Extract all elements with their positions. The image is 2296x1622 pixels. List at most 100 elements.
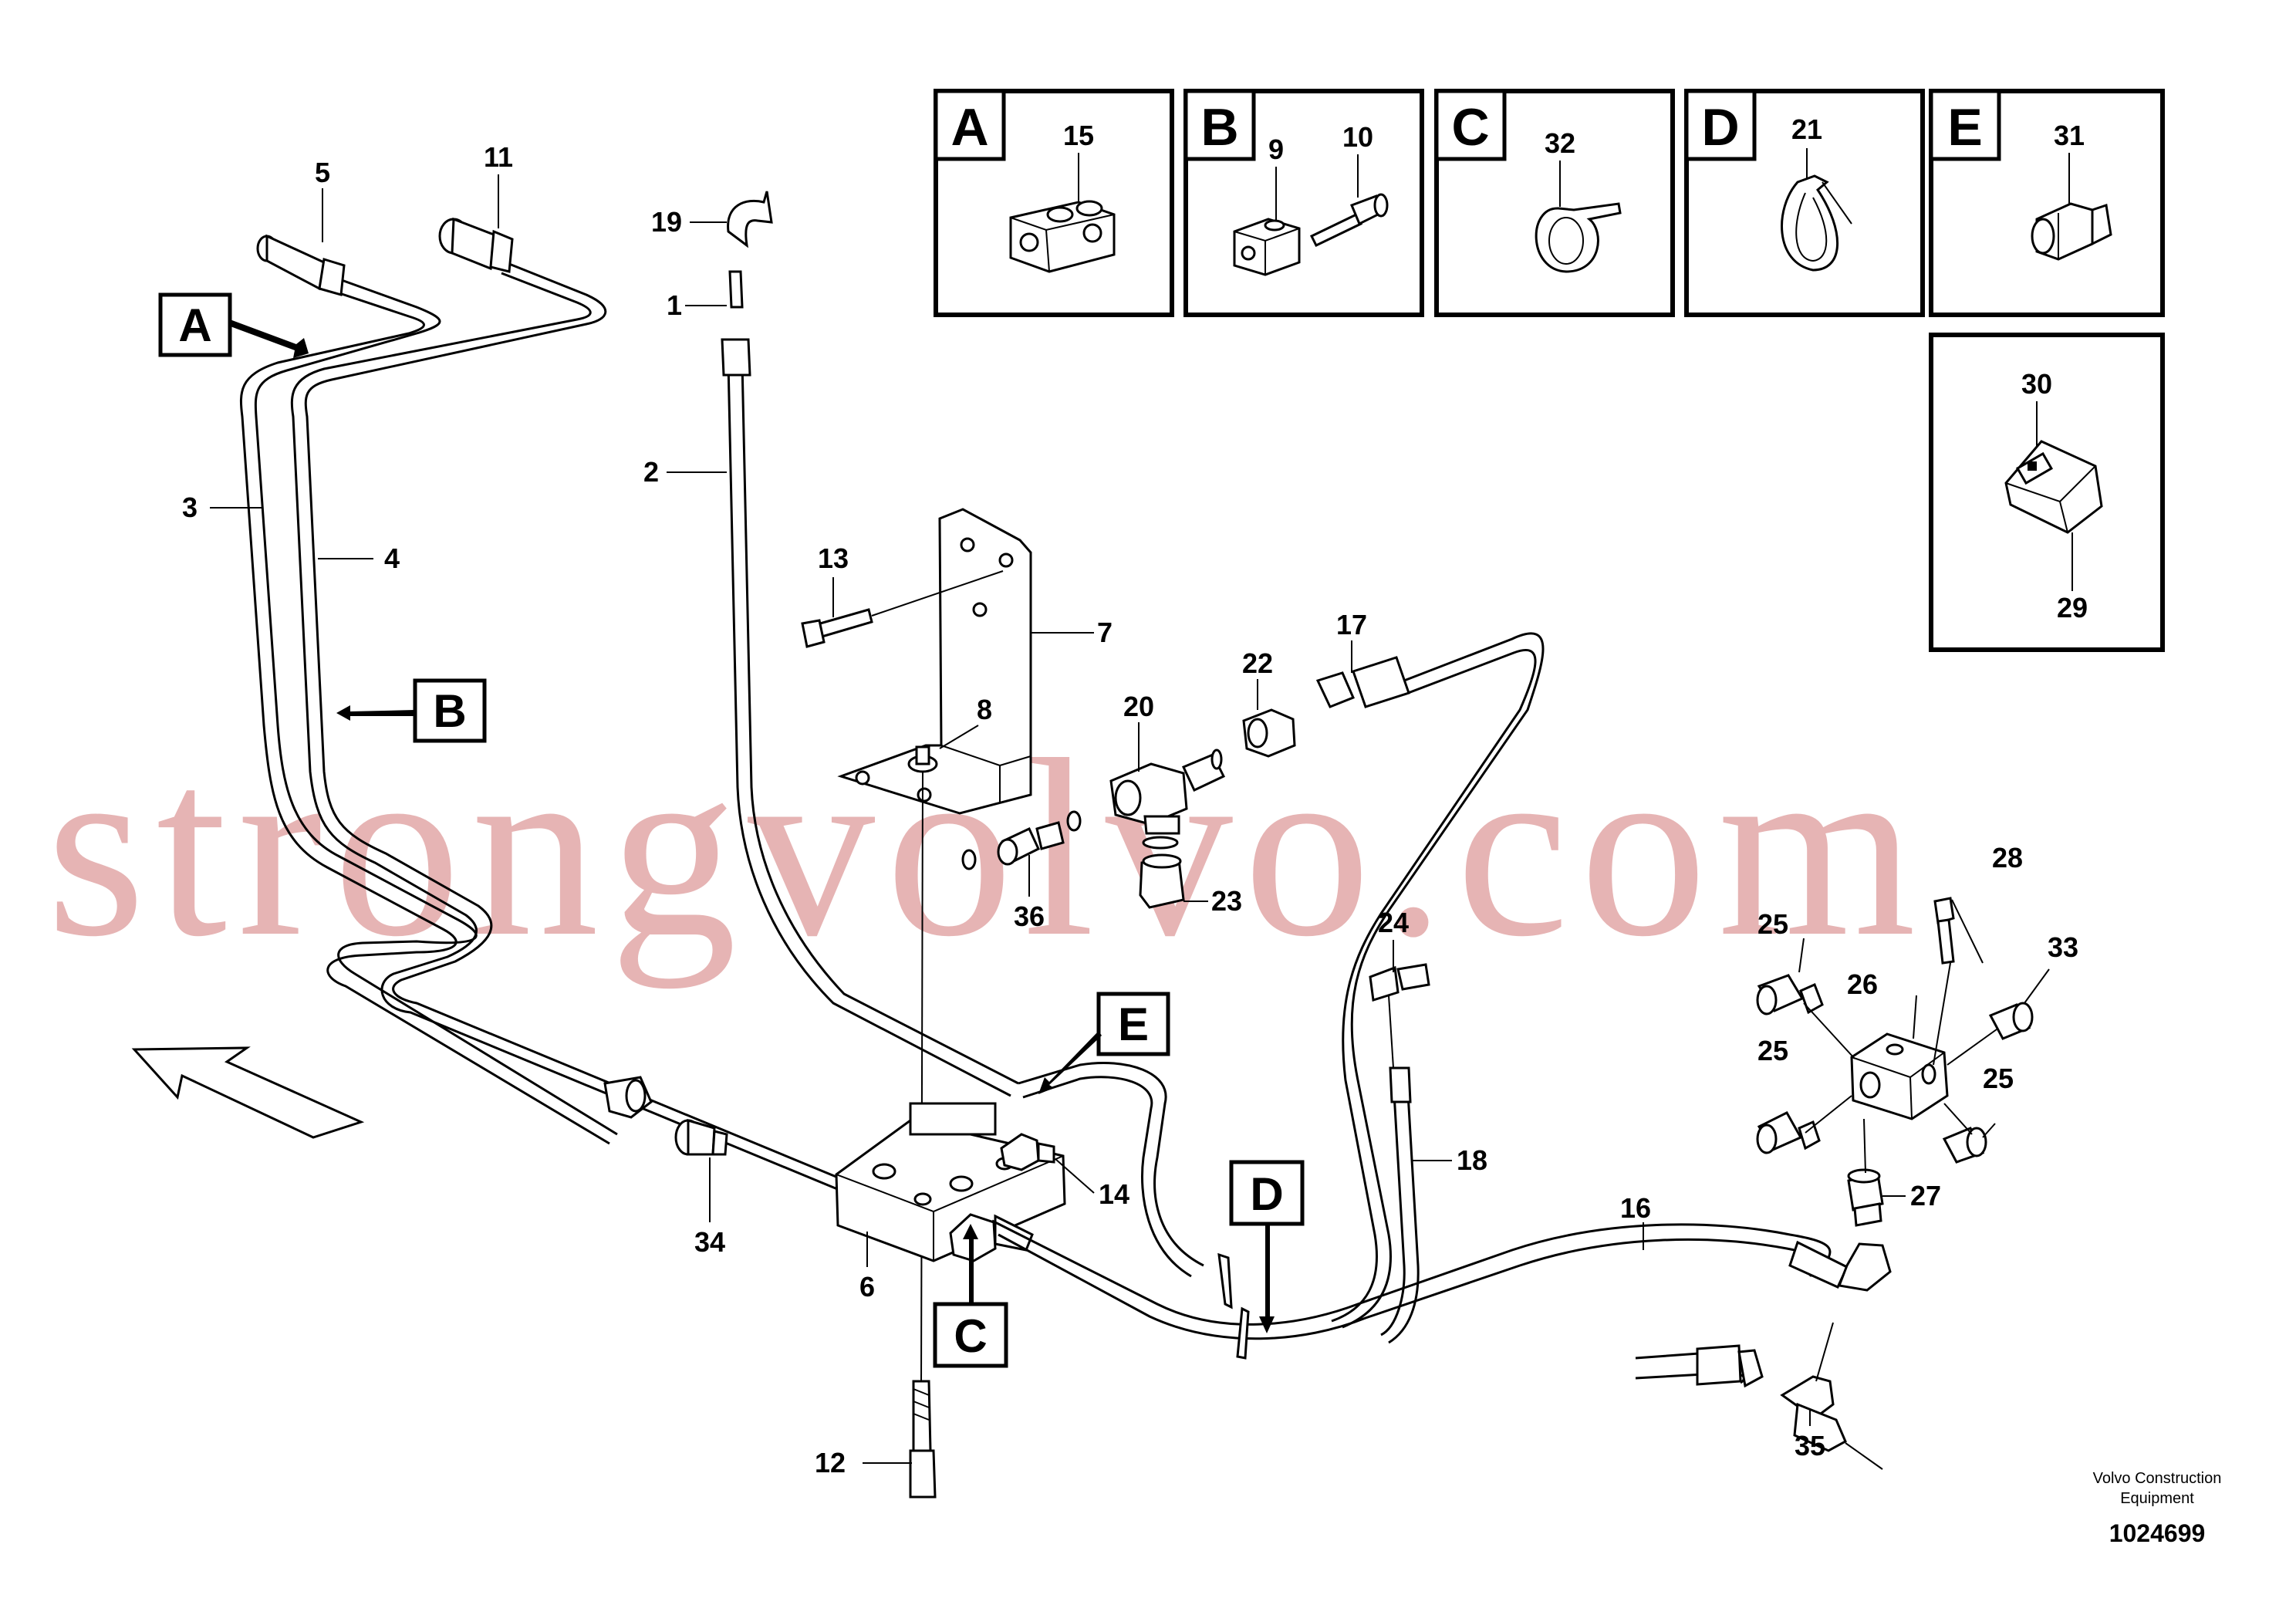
label-part-33: 33 [2048,931,2078,963]
label-part-7: 7 [1097,617,1113,648]
label-part-25a: 25 [1757,908,1788,940]
fitting-part-5-icon [256,234,346,296]
footer: Volvo Construction Equipment 1024699 [2093,1470,2222,1547]
label-part-24: 24 [1378,907,1409,938]
label-part-20: 20 [1123,691,1154,722]
cable-tie-icon [1781,174,1852,272]
detail-box-c-part-32: 32 [1545,127,1575,159]
label-part-13: 13 [818,542,849,574]
callout-b-letter: B [433,685,466,737]
detail-box-a-part-15: 15 [1063,120,1094,151]
detail-box-e-part-31: 31 [2054,120,2085,151]
tee-part-24-icon [1369,963,1430,1002]
tube-nut-icon [603,1076,653,1119]
detail-box-b-part-10: 10 [1342,121,1373,153]
label-part-26: 26 [1847,968,1878,1000]
screw-part-13-icon [801,570,1004,648]
adapter-part-36-icon [997,821,1065,866]
direction-arrow-icon [131,1046,365,1139]
detail-box-part-30: 30 [2021,368,2052,400]
label-part-36: 36 [1014,901,1045,932]
callout-b: B [336,678,487,743]
label-part-27: 27 [1910,1180,1941,1211]
label-part-2: 2 [643,456,659,488]
nut-part-23-icon [1139,853,1185,909]
callout-a-letter: A [178,299,211,351]
label-part-25b: 25 [1757,1035,1788,1066]
detail-box-switch: 30 29 [1929,333,2165,652]
nut-part-22-icon [1242,708,1296,758]
label-part-18: 18 [1457,1144,1487,1176]
tee-part-20-icon [1109,753,1226,835]
detail-box-e: E 31 [1929,89,2165,317]
label-part-5: 5 [315,157,330,188]
detail-box-a: A 15 [934,89,1174,317]
detail-box-d-letter: D [1701,98,1739,157]
callout-d: D [1229,1160,1305,1333]
detail-box-a-letter: A [950,98,988,157]
fitting-part-14-icon [1000,1133,1055,1171]
leader-lines [210,174,2050,1464]
label-part-23: 23 [1211,885,1242,917]
bolt-part-12-icon [909,1380,937,1499]
label-part-11: 11 [484,141,513,173]
plug-part-25b-icon [1756,1111,1821,1154]
detail-box-c-letter: C [1451,98,1489,157]
clamp-half-icon [1233,218,1301,276]
switch-icon [2004,440,2103,534]
label-part-28: 28 [1992,842,2023,874]
label-part-22: 22 [1242,647,1273,679]
detail-box-e-letter: E [1947,98,1982,157]
clamp-block-icon [1009,200,1116,273]
callout-e: E [1038,992,1170,1094]
adapter-part-34-icon [674,1118,728,1156]
fitting-part-11-icon [438,217,514,273]
footer-company-line2: Equipment [2120,1490,2194,1507]
label-part-19: 19 [651,206,682,238]
detail-box-c: C 32 [1434,89,1675,317]
hose-loop-14-inner [1022,1076,1192,1278]
bolt-icon [1309,193,1389,247]
hose-lower [1635,1344,1764,1388]
callout-a: A [158,292,309,358]
block-part-26-icon [1850,1032,1949,1120]
p-clip-icon [1535,202,1622,273]
screw-part-28-icon [1933,897,1955,1066]
tee-part-35-icon [1780,1322,1883,1470]
detail-box-d: D 21 [1684,89,1925,317]
label-part-34: 34 [694,1226,725,1258]
part-number-labels: 5 11 19 1 2 3 4 13 7 8 20 22 17 36 23 24… [182,141,2078,1478]
tube-assembly-3-4 [239,217,865,1199]
label-part-6: 6 [859,1271,875,1303]
label-part-35: 35 [1795,1430,1825,1461]
plug-part-25c-icon [1942,1127,1987,1164]
label-part-1: 1 [667,289,682,321]
hose-loop-14 [1018,1061,1204,1267]
bracket-part-7-icon [837,508,1032,815]
callout-c-letter: C [954,1310,987,1362]
detail-box-part-29: 29 [2057,592,2088,623]
callout-c: C [933,1224,1008,1368]
callout-d-letter: D [1250,1168,1283,1220]
label-part-25c: 25 [1983,1063,2014,1094]
hose-part-17 [1315,632,1545,1329]
hose-part-2 [721,191,1019,1097]
footer-company-line1: Volvo Construction [2093,1470,2222,1487]
label-part-8: 8 [977,694,992,725]
label-part-17: 17 [1336,609,1367,640]
label-part-12: 12 [815,1447,846,1478]
hose-part-16 [991,1219,1892,1340]
footer-drawing-number: 1024699 [2109,1519,2206,1547]
label-part-3: 3 [182,492,198,523]
valve-block-part-6-icon [835,1102,1066,1262]
label-part-16: 16 [1620,1192,1651,1224]
fitting-part-27-icon [1847,1168,1884,1227]
callout-e-letter: E [1118,999,1149,1050]
detail-box-b: B 9 10 [1183,89,1424,317]
plug-part-33-icon [1988,1002,2034,1040]
detail-box-b-part-9: 9 [1268,133,1284,165]
hose-part-18 [1380,995,1420,1344]
label-part-4: 4 [384,542,400,574]
adapter-fitting-icon [2031,202,2112,261]
